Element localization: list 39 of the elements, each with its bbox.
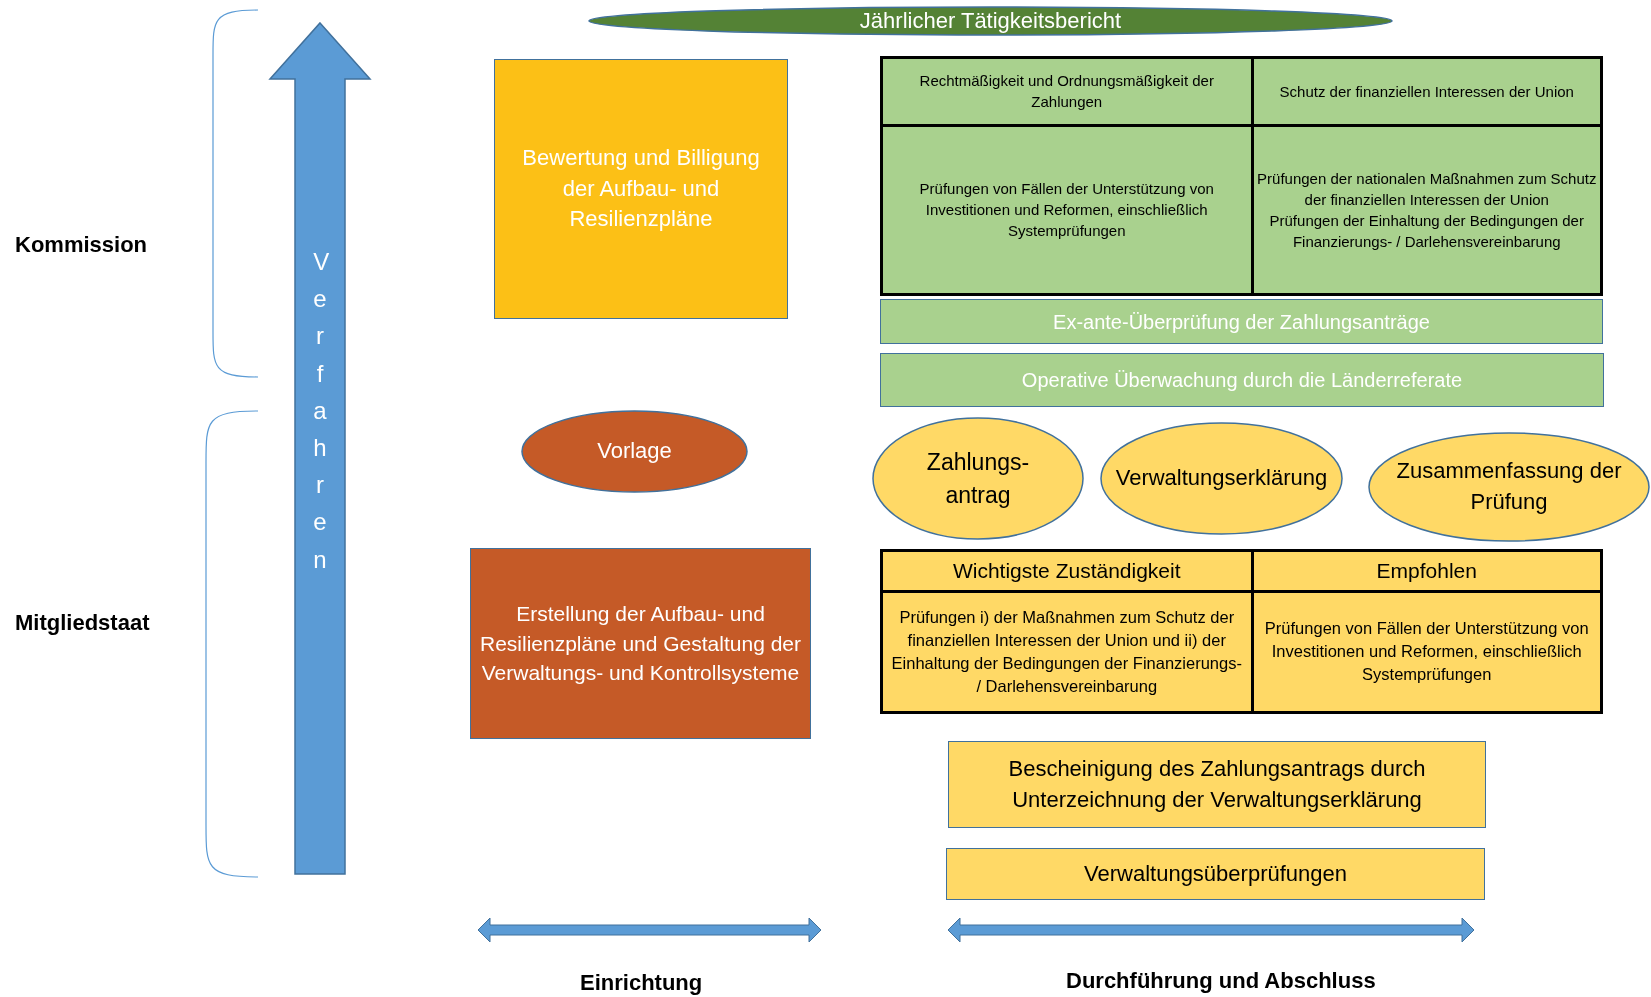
row-label: Kommission	[15, 232, 148, 258]
document-ellipse	[1100, 422, 1343, 535]
table-cell	[880, 56, 1254, 127]
phase-label: Durchführung und Abschluss	[1066, 968, 1376, 994]
node-text: Verwaltungserklärung	[1115, 464, 1328, 493]
node-text: Zahlungs- antrag	[925, 448, 1031, 510]
node-text: Verwaltungsüberprüfungen	[1084, 859, 1347, 888]
node-text: Rechtmäßigkeit und Ordnungsmäßigkeit der Zahlungen	[918, 71, 1215, 113]
process-bar	[880, 353, 1604, 407]
node-text: Prüfungen der nationalen Maßnahmen zum Schutz der finanziellen Interessen der Union	[1256, 168, 1598, 210]
process-bar	[880, 299, 1603, 344]
row-label: Mitgliedstaat	[15, 610, 150, 636]
vertical-label: Verfahren	[313, 247, 327, 575]
node-text: Schutz der finanziellen Interessen der Union	[1279, 81, 1574, 102]
process-block-arrow	[270, 23, 370, 874]
node-text: Prüfungen i) der Maßnahmen zum Schutz der finanziellen Interessen der Union und ii) der Einhaltung der Bedingungen der Finanzierungs- / Darlehensvereinbarung	[890, 606, 1243, 697]
process-box	[470, 548, 811, 739]
node-text: Vorlage	[597, 437, 672, 466]
node-text: Bewertung und Billigung der Aufbau- und Resilienzpläne	[521, 143, 761, 234]
phase-label: Einrichtung	[580, 970, 703, 996]
report-ellipse	[588, 6, 1393, 36]
node-text: Prüfungen der Einhaltung der Bedingungen der Finanzierungs- / Darlehensvereinbarung	[1268, 210, 1585, 252]
document-ellipse	[521, 410, 748, 493]
node-text: Jährlicher Tätigkeitsbericht	[859, 6, 1122, 35]
table-header-cell	[880, 549, 1254, 593]
process-box	[946, 848, 1485, 900]
process-box	[494, 59, 788, 319]
node-text: Operative Überwachung durch die Länderreferate	[1021, 368, 1463, 393]
document-ellipse	[1368, 432, 1650, 542]
node-text: Zusammenfassung der Prüfung	[1395, 457, 1623, 516]
column-header: Wichtigste Zuständigkeit	[952, 558, 1181, 585]
node-text: Prüfungen von Fällen der Unterstützung von Investitionen und Reformen, einschließlich Systemprüfungen	[1263, 618, 1590, 686]
column-header: Empfohlen	[1376, 558, 1477, 585]
node-text: Erstellung der Aufbau- und Resilienzpläne und Gestaltung der Verwaltungs- und Kontrollsysteme	[479, 601, 802, 687]
node-text: Prüfungen von Fällen der Unterstützung von Investitionen und Reformen, einschließlich Systemprüfungen	[918, 179, 1215, 242]
document-ellipse	[872, 417, 1084, 540]
node-text: Ex-ante-Überprüfung der Zahlungsanträge	[1053, 309, 1430, 335]
node-text: Bescheinigung des Zahlungsantrags durch Unterzeichnung der Verwaltungserklärung	[1007, 754, 1427, 814]
process-box	[948, 741, 1486, 828]
